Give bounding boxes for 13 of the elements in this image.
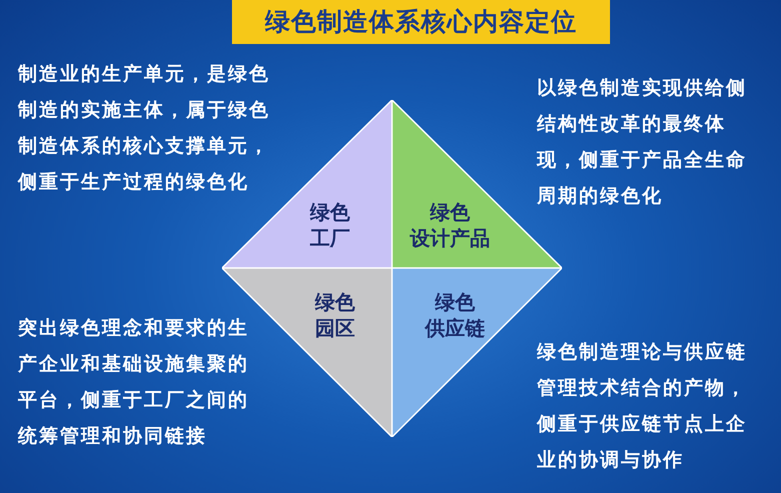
description-text: 绿色制造理论与供应链管理技术结合的产物，侧重于供应链节点上企业的协调与协作	[537, 340, 748, 473]
description-text: 以绿色制造实现供给侧结构性改革的最终体现，侧重于产品全生命周期的绿色化	[537, 76, 748, 209]
quadrant-label: 绿色	[430, 200, 470, 224]
title-banner: 绿色制造体系核心内容定位	[232, 0, 610, 44]
description-text: 制造业的生产单元，是绿色制造的实施主体，属于绿色制造体系的核心支撑单元，侧重于生产过程的绿色化	[18, 62, 271, 195]
quadrant-label: 绿色	[315, 290, 355, 314]
quadrant-label: 设计产品	[410, 226, 490, 250]
quadrant-label: 绿色	[310, 200, 350, 224]
quadrant-label: 供应链	[425, 316, 485, 340]
quadrant-label: 工厂	[310, 226, 350, 250]
description-text: 突出绿色理念和要求的生产企业和基础设施集聚的平台，侧重于工厂之间的统筹管理和协同链接	[18, 316, 250, 449]
quadrant-label: 园区	[315, 316, 355, 340]
quadrant-label: 绿色	[435, 290, 475, 314]
